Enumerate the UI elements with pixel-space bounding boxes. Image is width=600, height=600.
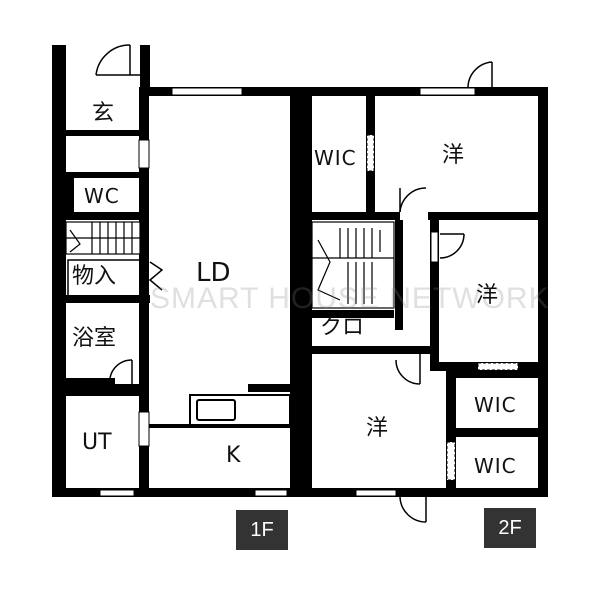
room-label-western-right: 洋: [476, 283, 499, 308]
room-label-wic-top: WIC: [314, 146, 357, 170]
room-label-wic-bottom: WIC: [474, 454, 517, 478]
floor-2-windows: [355, 87, 476, 497]
room-label-toilet: WC: [84, 184, 120, 208]
kitchen-counter: [189, 394, 291, 426]
room-label-storage: 物入: [72, 264, 117, 289]
room-label-western-top: 洋: [442, 143, 465, 168]
floor-1-doors: [95, 44, 140, 384]
floor-2-stairs: [311, 221, 395, 309]
floor-1-walls: [52, 45, 302, 497]
floor-2-folding-doors: [366, 134, 519, 481]
room-label-living-dining: LD: [196, 258, 231, 288]
room-label-utility: UT: [82, 430, 112, 455]
room-label-bathroom: 浴室: [72, 326, 117, 351]
floor-1-windows: [99, 87, 288, 497]
room-label-closet: クロ: [320, 315, 365, 340]
floor-badge-2f: 2F: [484, 508, 536, 548]
room-label-western-bottom: 洋: [366, 416, 389, 441]
room-label-entrance: 玄: [92, 101, 115, 126]
room-label-kitchen: K: [226, 443, 241, 468]
watermark-text: SMART HOUSE NETWORK: [150, 282, 550, 315]
room-label-wic-mid: WIC: [474, 393, 517, 417]
floor-badge-1f: 1F: [236, 510, 288, 550]
floor-1-storage-doors: [67, 259, 164, 297]
floor-2-doors: [395, 61, 493, 523]
floor-1-stairs: [65, 221, 141, 255]
